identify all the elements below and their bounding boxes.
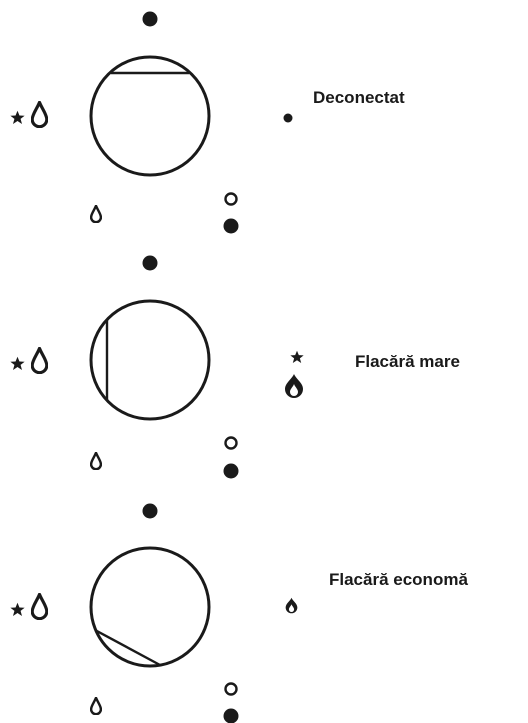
open-dot-icon	[224, 192, 238, 206]
control-knob[interactable]	[89, 299, 211, 421]
top-marker-dot-icon	[142, 255, 158, 271]
position-label-off: Deconectat	[313, 88, 405, 107]
spark-flame-outline-icon	[10, 593, 48, 620]
small-flame-icon	[285, 597, 298, 614]
spark-and-large-flame-icon	[285, 350, 304, 398]
top-marker-dot-icon	[142, 11, 158, 27]
filled-dot-icon	[223, 463, 239, 479]
position-label-eco: Flacără economă	[329, 570, 468, 589]
knob-position-eco: Flacără economă	[10, 503, 468, 723]
flame-outline-icon	[90, 452, 102, 470]
small-dot-icon	[283, 113, 293, 123]
spark-flame-outline-icon	[10, 101, 48, 128]
filled-dot-icon	[223, 218, 239, 234]
open-dot-icon	[224, 682, 238, 696]
control-knob[interactable]	[89, 55, 211, 177]
control-knob[interactable]	[89, 546, 211, 668]
filled-dot-icon	[223, 708, 239, 723]
flame-outline-icon	[90, 205, 102, 223]
spark-flame-outline-icon	[10, 347, 48, 374]
top-marker-dot-icon	[142, 503, 158, 519]
open-dot-icon	[224, 436, 238, 450]
position-label-high: Flacără mare	[355, 352, 460, 371]
knob-position-high: Flacără mare	[10, 255, 460, 479]
knob-indicator-line	[94, 628, 161, 667]
flame-outline-icon	[90, 697, 102, 715]
knob-position-off: Deconectat	[10, 11, 405, 234]
